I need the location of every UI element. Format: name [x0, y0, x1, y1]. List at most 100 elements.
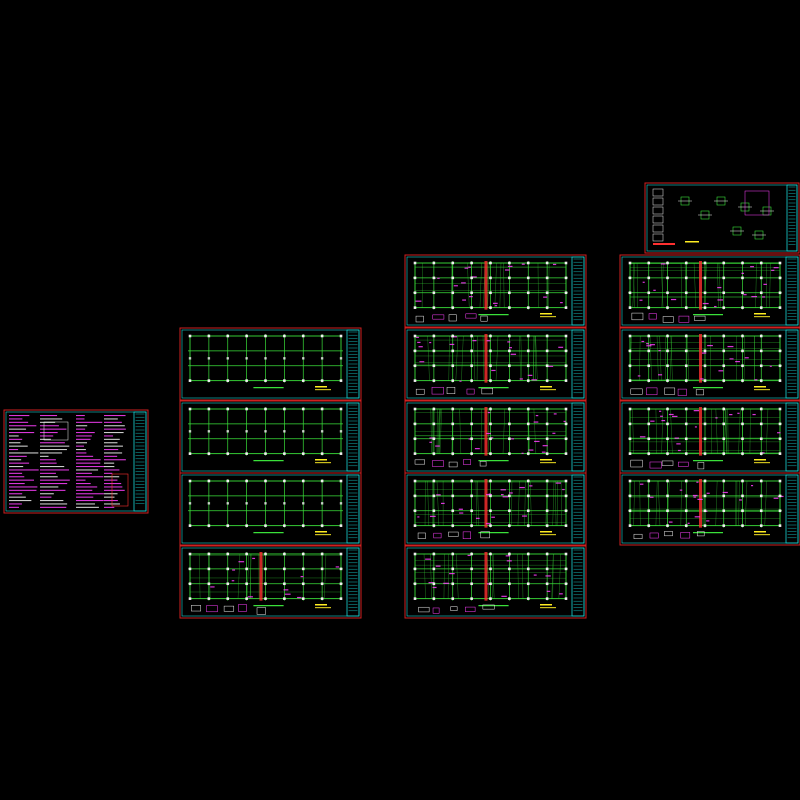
column-mark [759, 276, 763, 280]
column-mark [283, 552, 286, 556]
rebar-mark [676, 443, 681, 445]
column-mark [759, 452, 763, 455]
column-mark [684, 524, 688, 527]
section-detail [694, 315, 706, 321]
column-mark [647, 349, 651, 353]
column-mark [188, 334, 192, 338]
rebar-mark [437, 277, 440, 279]
rebar-mark [528, 449, 534, 451]
column-mark [207, 597, 211, 600]
column-mark [666, 509, 669, 513]
column-mark [451, 349, 455, 353]
note-text-line [40, 438, 51, 440]
column-mark [301, 567, 305, 571]
detail-line [527, 408, 529, 454]
column-mark [226, 597, 230, 600]
note-text-line [76, 459, 101, 461]
rebar-mark [639, 436, 646, 438]
column-mark [489, 524, 492, 527]
rebar-mark [436, 494, 441, 496]
detail-line [249, 553, 252, 599]
note-text-line [9, 489, 37, 491]
axis-mark [259, 552, 263, 601]
rebar-mark [428, 582, 434, 584]
column-mark [722, 261, 726, 265]
note-text-line [9, 472, 23, 474]
column-mark [451, 494, 455, 498]
column-mark [188, 452, 192, 455]
note-text-line [40, 496, 52, 498]
column-mark [666, 407, 669, 411]
rebar-mark [435, 565, 441, 567]
column-mark [545, 597, 549, 600]
column-mark [245, 552, 248, 556]
rebar-mark [670, 298, 677, 301]
sheet-border [179, 545, 362, 619]
note-text-line [76, 428, 86, 430]
detail-line [198, 553, 201, 599]
rebar-mark [453, 285, 458, 287]
note-text-line [9, 428, 27, 430]
column-mark [703, 407, 707, 411]
note-text-line [76, 442, 88, 444]
column-mark [722, 379, 726, 382]
column-mark [526, 306, 530, 309]
column-mark [666, 334, 669, 338]
column-mark [647, 276, 651, 280]
detail-line [649, 335, 652, 381]
column-mark [684, 479, 688, 483]
note-mark [540, 459, 552, 461]
note-mark [540, 604, 552, 606]
column-mark [451, 379, 455, 382]
sheet-border [404, 327, 587, 401]
column-mark [722, 291, 726, 295]
column-mark [188, 379, 192, 382]
rebar-mark [507, 341, 511, 343]
column-mark [413, 422, 417, 426]
column-mark [564, 509, 568, 513]
detail-line [517, 480, 520, 526]
section-detail [646, 387, 658, 396]
column-mark [759, 261, 763, 265]
note-text-line [9, 459, 22, 461]
rebar-mark [743, 294, 747, 296]
column-mark [413, 364, 417, 368]
rebar-mark [661, 419, 666, 422]
rebar-mark [502, 496, 509, 498]
rebar-mark [649, 344, 655, 346]
detail-column-section [652, 188, 664, 197]
column-mark [666, 437, 669, 441]
column-mark [320, 379, 324, 382]
title-block [346, 474, 360, 544]
column-mark [470, 291, 473, 295]
column-mark [302, 502, 305, 505]
column-mark [703, 494, 707, 498]
rebar-mark [773, 267, 779, 269]
column-mark [207, 452, 211, 455]
note-text-line [40, 472, 56, 474]
column-mark [666, 364, 669, 368]
note-text-line [76, 452, 87, 454]
column-mark [508, 306, 511, 309]
column-mark [545, 437, 549, 441]
section-detail [466, 388, 475, 395]
column-mark [759, 334, 763, 338]
column-mark [647, 407, 651, 411]
rebar-mark [677, 449, 681, 452]
rebar-mark [464, 267, 469, 269]
column-mark [489, 452, 492, 455]
note-text-line [40, 428, 67, 430]
column-mark [413, 479, 417, 483]
note-text-line [9, 415, 30, 417]
column-mark [545, 422, 549, 426]
column-mark [489, 379, 492, 382]
column-mark [508, 276, 511, 280]
column-mark [722, 334, 726, 338]
rebar-mark [555, 482, 562, 484]
title-block [346, 329, 360, 399]
column-mark [722, 437, 726, 441]
column-mark [451, 364, 455, 368]
column-mark [564, 261, 568, 265]
detail-line [502, 408, 506, 454]
column-mark [226, 524, 230, 527]
